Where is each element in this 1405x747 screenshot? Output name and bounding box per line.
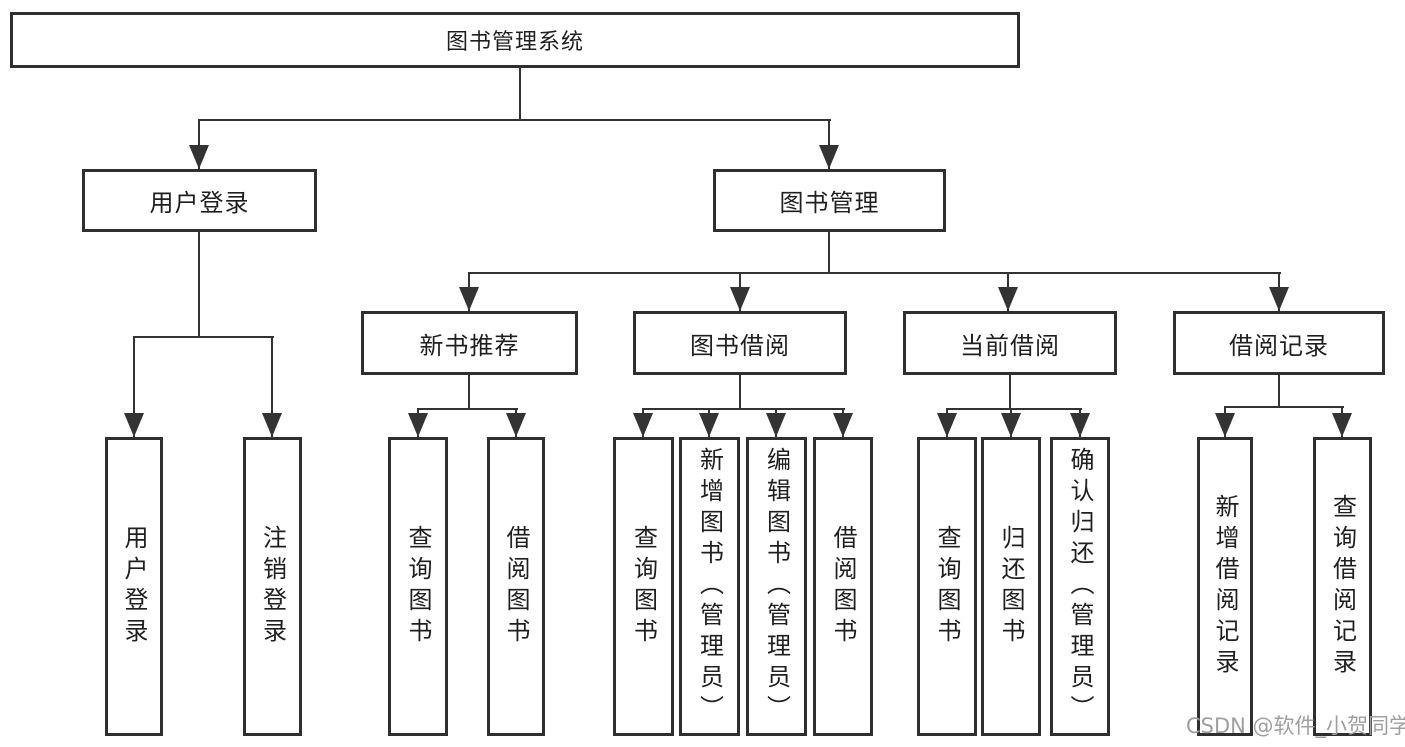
arrow-down-icon: [775, 408, 777, 437]
arrow-down-icon: [642, 408, 644, 437]
connector-line: [946, 408, 1082, 410]
node-book-borrow: 图书借阅: [633, 311, 847, 375]
arrow-down-icon: [1278, 272, 1280, 311]
node-borrow-records: 借阅记录: [1173, 311, 1385, 375]
connector-line: [133, 336, 274, 338]
arrow-down-icon: [1079, 408, 1081, 437]
leaf-query-books-recommend: 查询图书: [388, 437, 448, 736]
arrow-down-icon: [1007, 272, 1009, 311]
leaf-query-books-current: 查询图书: [917, 437, 977, 736]
leaf-return-books: 归还图书: [981, 437, 1041, 736]
connector-line: [1278, 372, 1280, 406]
arrow-down-icon: [708, 408, 710, 437]
node-library-system: 图书管理系统: [10, 12, 1020, 68]
arrow-down-icon: [1341, 406, 1343, 437]
node-current-borrow: 当前借阅: [903, 311, 1117, 375]
node-new-book-recommend: 新书推荐: [361, 311, 578, 375]
arrow-down-icon: [1010, 408, 1012, 437]
leaf-query-books-borrow: 查询图书: [613, 437, 674, 736]
watermark: CSDN @软件_小贺同学: [1186, 714, 1405, 738]
leaf-user-login: 用户登录: [105, 437, 163, 736]
connector-line: [1224, 406, 1344, 408]
arrow-down-icon: [842, 408, 844, 437]
arrow-down-icon: [271, 336, 273, 437]
leaf-borrow-books-recommend: 借阅图书: [487, 437, 545, 736]
leaf-confirm-return-admin: 确认归还（管理员）: [1050, 437, 1110, 736]
arrow-down-icon: [828, 119, 830, 169]
connector-line: [519, 66, 521, 119]
leaf-query-borrow-record: 查询借阅记录: [1313, 437, 1372, 736]
leaf-edit-book-admin: 编辑图书（管理员）: [746, 437, 807, 736]
connector-line: [418, 408, 518, 410]
leaf-borrow-books: 借阅图书: [813, 437, 873, 736]
connector-line: [1009, 372, 1011, 408]
connector-line: [198, 229, 200, 336]
arrow-down-icon: [1224, 406, 1226, 437]
arrow-down-icon: [515, 408, 517, 437]
node-user-login: 用户登录: [82, 169, 317, 232]
leaf-add-book-admin: 新增图书（管理员）: [679, 437, 740, 736]
arrow-down-icon: [133, 336, 135, 437]
arrow-down-icon: [946, 408, 948, 437]
leaf-add-borrow-record: 新增借阅记录: [1197, 437, 1253, 736]
arrow-down-icon: [468, 272, 470, 311]
connector-line: [468, 372, 470, 408]
node-book-management: 图书管理: [713, 169, 946, 232]
arrow-down-icon: [198, 119, 200, 169]
connector-line: [739, 372, 741, 408]
connector-line: [642, 408, 845, 410]
connector-line: [199, 119, 831, 121]
leaf-logout: 注销登录: [243, 437, 302, 736]
connector-line: [828, 230, 830, 274]
arrow-down-icon: [417, 408, 419, 437]
connector-line: [468, 272, 1281, 274]
arrow-down-icon: [739, 272, 741, 311]
